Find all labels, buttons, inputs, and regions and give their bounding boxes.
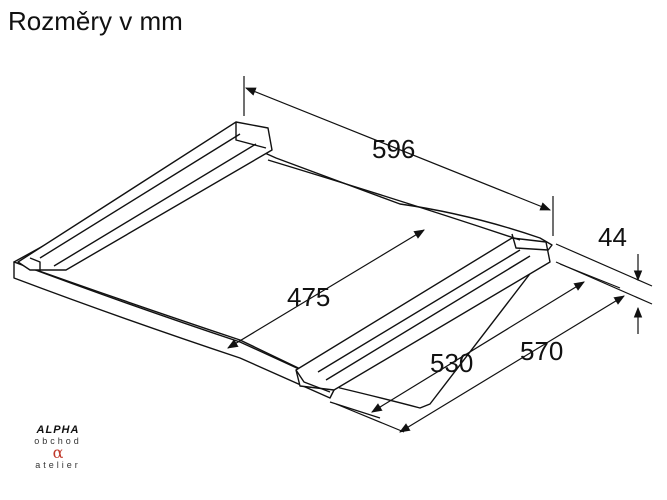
dimension-height: 44: [598, 222, 627, 252]
dimension-inner-width: 475: [287, 282, 330, 312]
logo-brand: ALPHA: [36, 424, 80, 436]
dimension-depth-outer: 570: [520, 336, 563, 366]
front-lip: [13, 261, 337, 399]
brand-logo: ALPHA obchod α atelier: [18, 424, 98, 470]
logo-line-1: obchod: [34, 436, 82, 446]
dimension-width: 596: [372, 134, 415, 164]
logo-line-2: atelier: [35, 460, 81, 470]
dimension-lines: [227, 76, 653, 433]
diagram-title: Rozměry v mm: [8, 6, 183, 36]
dimension-depth-inner: 530: [430, 348, 473, 378]
alpha-mark-icon: α: [52, 443, 64, 462]
